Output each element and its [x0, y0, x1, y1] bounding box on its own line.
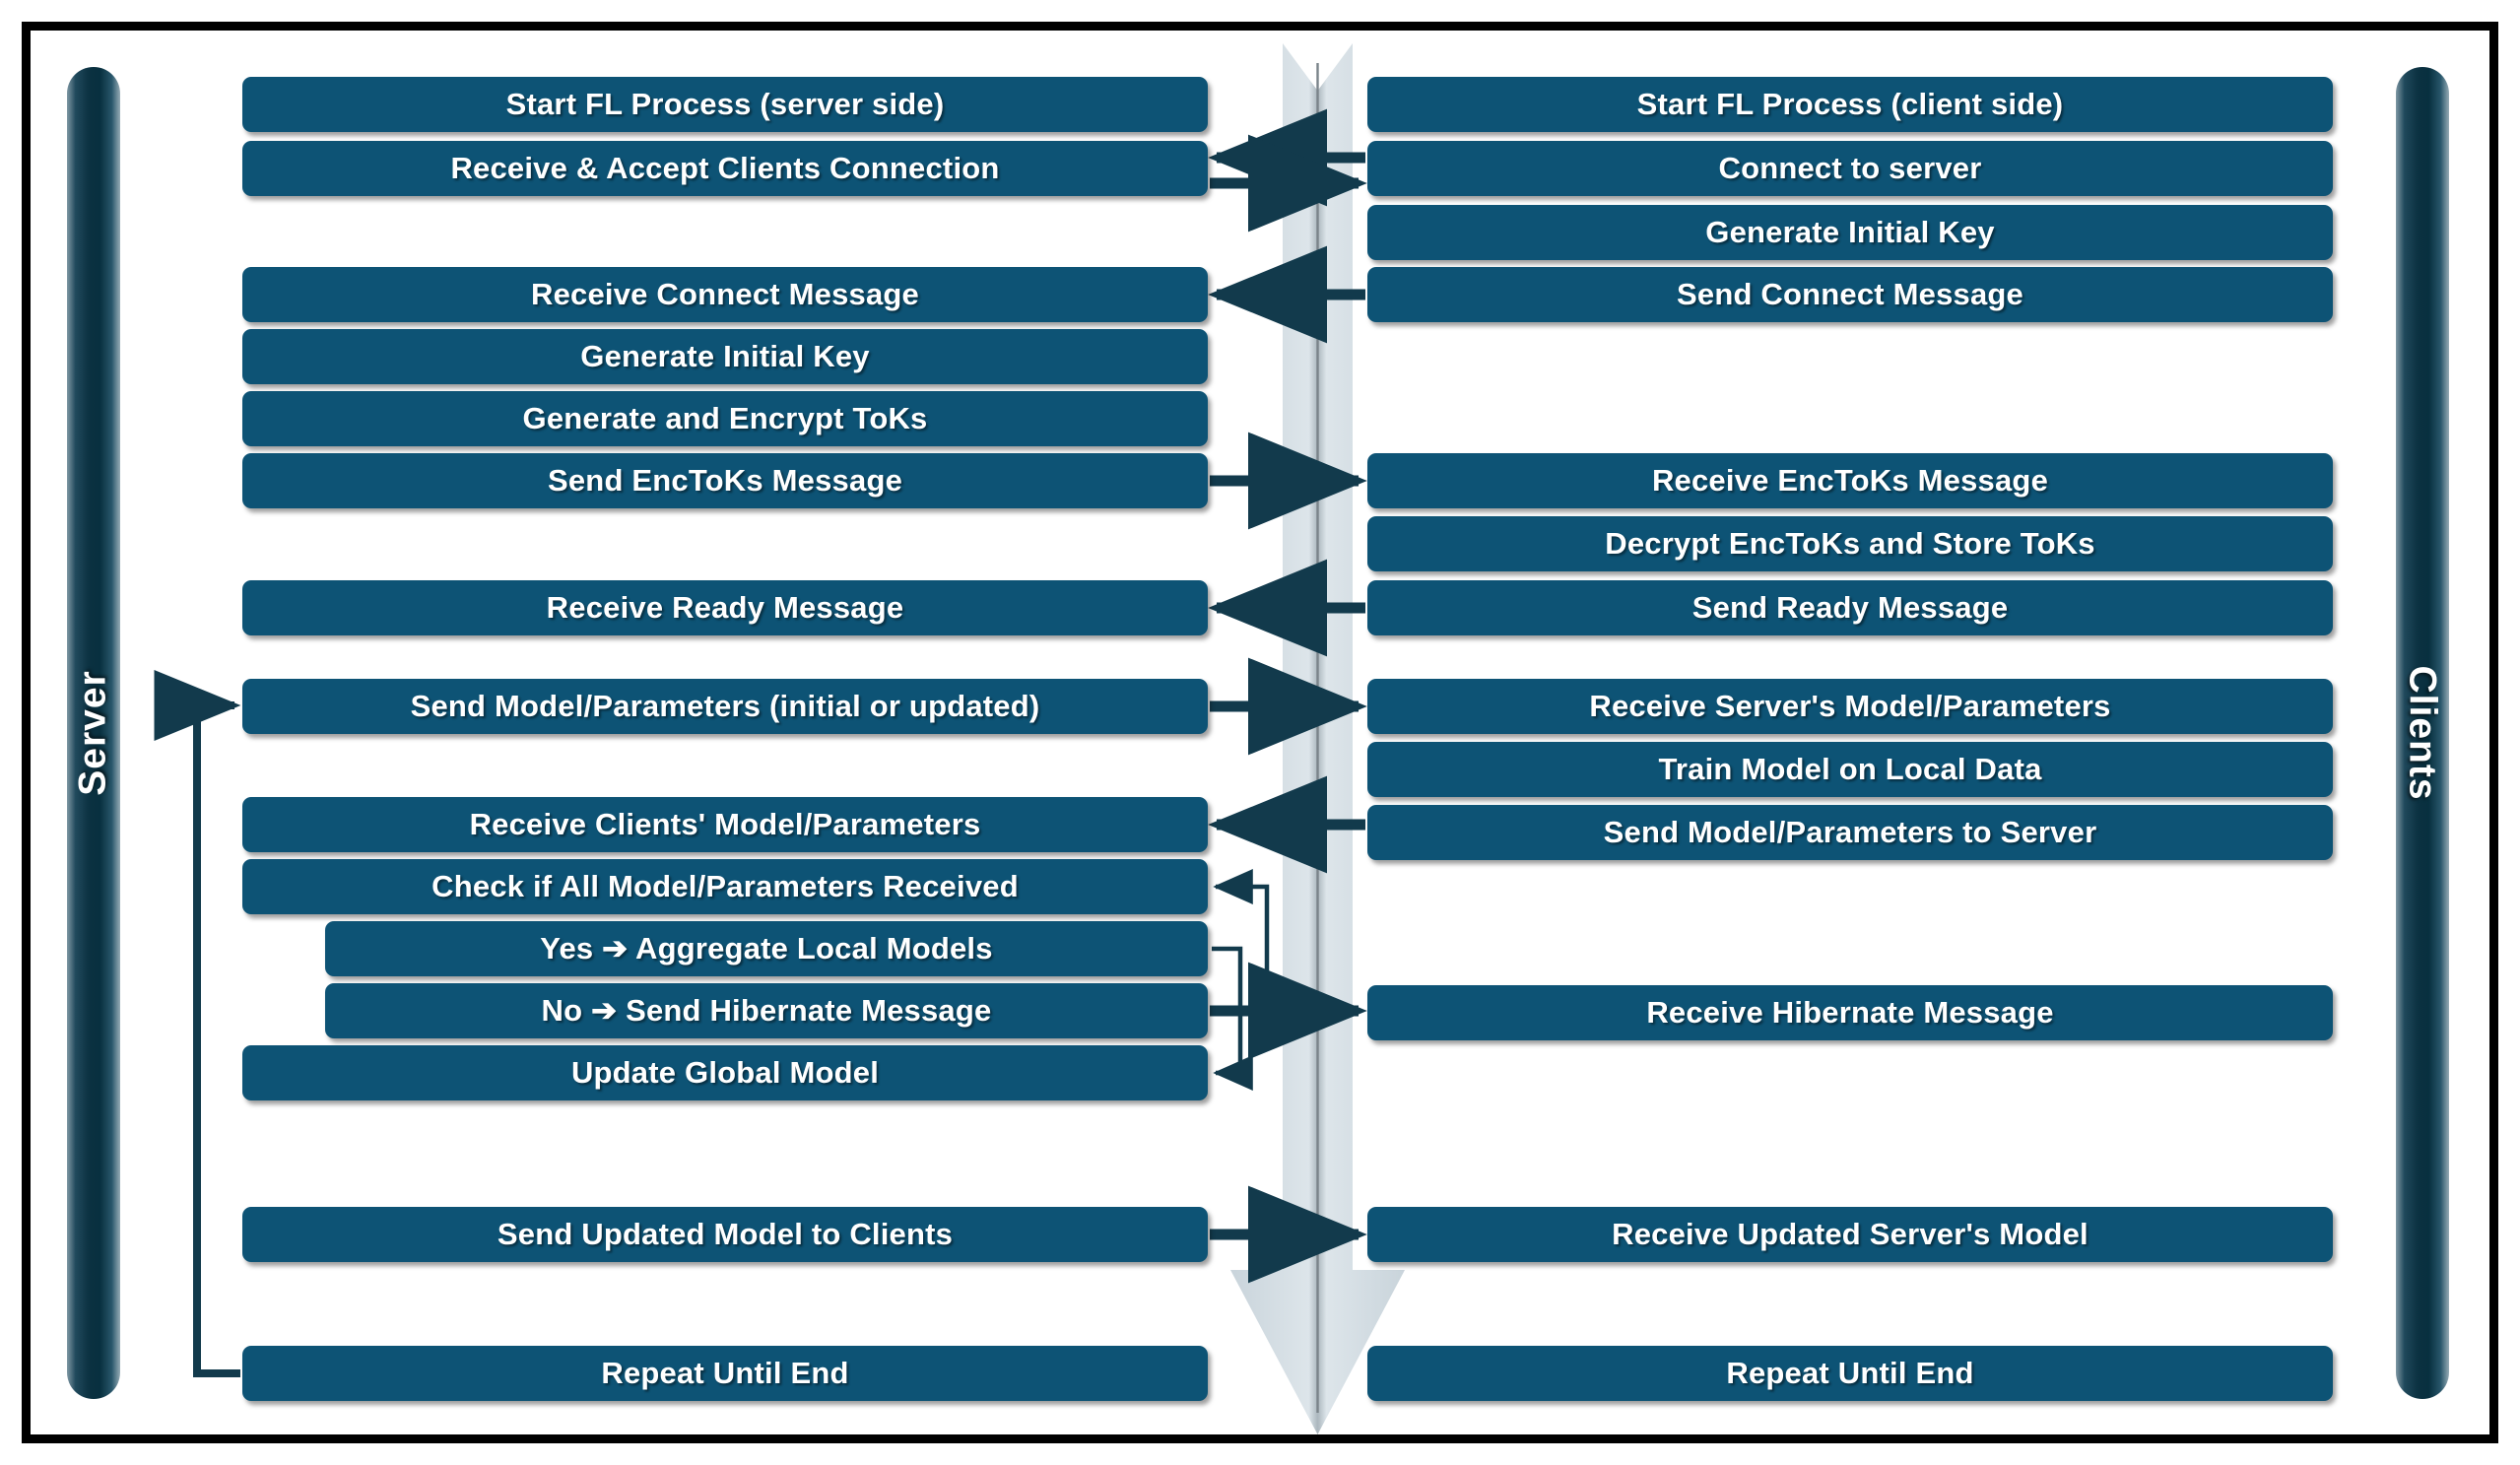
process-box-label: Repeat Until End [1726, 1356, 1974, 1390]
process-box-label: Yes ➔ Aggregate Local Models [540, 931, 993, 966]
process-box-label: Connect to server [1718, 151, 1982, 185]
process-box-label: Generate and Encrypt ToKs [522, 401, 928, 435]
process-box-label: Send EncToKs Message [547, 463, 903, 498]
process-box-server[interactable]: Receive Connect Message [242, 267, 1208, 322]
lane-label-clients-text: Clients [2402, 665, 2444, 801]
process-box-label: Receive Hibernate Message [1646, 995, 2054, 1030]
process-box-client[interactable]: Receive EncToKs Message [1367, 453, 2333, 508]
process-box-server[interactable]: Generate Initial Key [242, 329, 1208, 384]
process-box-server[interactable]: Repeat Until End [242, 1346, 1208, 1401]
process-box-label: Receive Server's Model/Parameters [1589, 689, 2111, 723]
process-box-client[interactable]: Decrypt EncToKs and Store ToKs [1367, 516, 2333, 571]
process-box-server[interactable]: Receive & Accept Clients Connection [242, 141, 1208, 196]
process-box-label: Send Connect Message [1677, 277, 2023, 311]
process-box-client[interactable]: Receive Updated Server's Model [1367, 1207, 2333, 1262]
process-box-client[interactable]: Send Connect Message [1367, 267, 2333, 322]
process-box-client[interactable]: Send Model/Parameters to Server [1367, 805, 2333, 860]
process-box-label: Decrypt EncToKs and Store ToKs [1605, 526, 2095, 561]
process-box-server[interactable]: Generate and Encrypt ToKs [242, 391, 1208, 446]
process-box-label: Generate Initial Key [580, 339, 870, 373]
process-box-label: Send Model/Parameters to Server [1603, 815, 2097, 849]
process-box-label: Repeat Until End [601, 1356, 849, 1390]
process-box-label: Receive Clients' Model/Parameters [469, 807, 981, 841]
lane-label-server-text: Server [72, 670, 114, 796]
process-box-label: Send Updated Model to Clients [497, 1217, 954, 1251]
process-box-label: Receive Connect Message [531, 277, 919, 311]
process-box-client[interactable]: Receive Hibernate Message [1367, 985, 2333, 1040]
process-box-label: Receive Ready Message [546, 590, 904, 625]
decision-box-yes[interactable]: Yes ➔ Aggregate Local Models [325, 921, 1208, 976]
process-box-label: Generate Initial Key [1705, 215, 1995, 249]
process-box-server[interactable]: Receive Clients' Model/Parameters [242, 797, 1208, 852]
process-box-server[interactable]: Send Model/Parameters (initial or update… [242, 679, 1208, 734]
process-box-client[interactable]: Connect to server [1367, 141, 2333, 196]
process-box-label: Start FL Process (server side) [505, 87, 945, 121]
process-box-server[interactable]: Check if All Model/Parameters Received [242, 859, 1208, 914]
process-box-server[interactable]: Update Global Model [242, 1045, 1208, 1100]
process-box-label: Start FL Process (client side) [1636, 87, 2064, 121]
process-box-client[interactable]: Send Ready Message [1367, 580, 2333, 635]
process-box-client[interactable]: Generate Initial Key [1367, 205, 2333, 260]
process-box-server[interactable]: Start FL Process (server side) [242, 77, 1208, 132]
process-box-label: Receive Updated Server's Model [1612, 1217, 2089, 1251]
lane-label-clients: Clients [2396, 67, 2449, 1399]
process-box-client[interactable]: Receive Server's Model/Parameters [1367, 679, 2333, 734]
process-box-label: Receive EncToKs Message [1651, 463, 2049, 498]
process-box-label: Update Global Model [570, 1055, 880, 1090]
process-box-label: Send Model/Parameters (initial or update… [410, 689, 1040, 723]
process-box-label: Train Model on Local Data [1658, 752, 2042, 786]
process-box-server[interactable]: Receive Ready Message [242, 580, 1208, 635]
process-box-server[interactable]: Send EncToKs Message [242, 453, 1208, 508]
process-box-label: Check if All Model/Parameters Received [431, 869, 1019, 903]
process-box-label: Receive & Accept Clients Connection [450, 151, 1000, 185]
process-box-client[interactable]: Train Model on Local Data [1367, 742, 2333, 797]
process-box-client[interactable]: Repeat Until End [1367, 1346, 2333, 1401]
process-box-server[interactable]: Send Updated Model to Clients [242, 1207, 1208, 1262]
process-box-label: Send Ready Message [1691, 590, 2009, 625]
lane-label-server: Server [67, 67, 120, 1399]
process-box-label: No ➔ Send Hibernate Message [541, 993, 992, 1028]
process-box-client[interactable]: Start FL Process (client side) [1367, 77, 2333, 132]
decision-box-no[interactable]: No ➔ Send Hibernate Message [325, 983, 1208, 1038]
